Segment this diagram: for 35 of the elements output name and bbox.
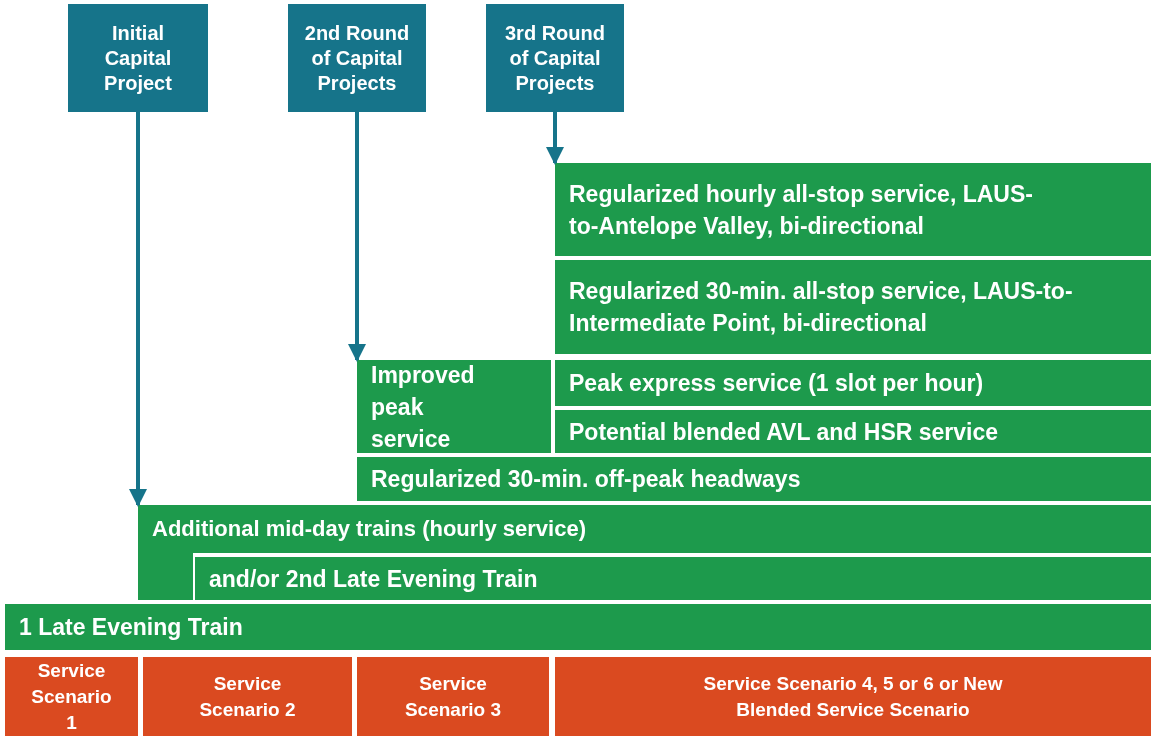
service-box (357, 457, 1151, 501)
service-box (555, 360, 1151, 406)
box-label: 3rd Round of Capital Projects (504, 20, 606, 96)
service-box (138, 505, 1151, 600)
box-label: Improved peak service (371, 360, 476, 454)
service-box (357, 360, 551, 453)
box-label: Regularized 30-min. off-peak headways (371, 465, 801, 494)
box-label: Potential blended AVL and HSR service (569, 417, 998, 447)
project-box (288, 4, 426, 112)
arrow (546, 112, 564, 165)
project-box (68, 4, 208, 112)
box-label: Peak express service (1 slot per hour) (569, 369, 984, 398)
service-box (195, 557, 1151, 600)
box-label: Service Scenario 2 (198, 671, 297, 722)
scenario-box (5, 657, 138, 736)
arrow (348, 112, 366, 362)
service-box (555, 163, 1151, 256)
service-box (5, 604, 1151, 650)
scenario-box (357, 657, 549, 736)
box-label: 1 Late Evening Train (19, 613, 243, 642)
arrow (129, 112, 147, 507)
box-label: Service Scenario 1 (30, 658, 113, 735)
scenario-box (555, 657, 1151, 736)
box-label: and/or 2nd Late Evening Train (209, 564, 538, 594)
box-label: Regularized hourly all-stop service, LAUS-to-Antelope Valley, bi-directional (569, 179, 1034, 241)
box-label: 2nd Round of Capital Projects (303, 20, 411, 96)
box-label: Service Scenario 4, 5 or 6 or New Blended Service Scenario (702, 671, 1004, 722)
service-box (555, 260, 1151, 354)
box-label: Initial Capital Project (103, 20, 173, 96)
scenario-box (143, 657, 352, 736)
box-label: Regularized 30-min. all-stop service, LAUS-to-Intermediate Point, bi-directional (569, 277, 1074, 338)
project-box (486, 4, 624, 112)
box-label: Additional mid-day trains (hourly service) (152, 515, 587, 543)
box-label: Service Scenario 3 (403, 671, 503, 722)
service-box (555, 410, 1151, 453)
